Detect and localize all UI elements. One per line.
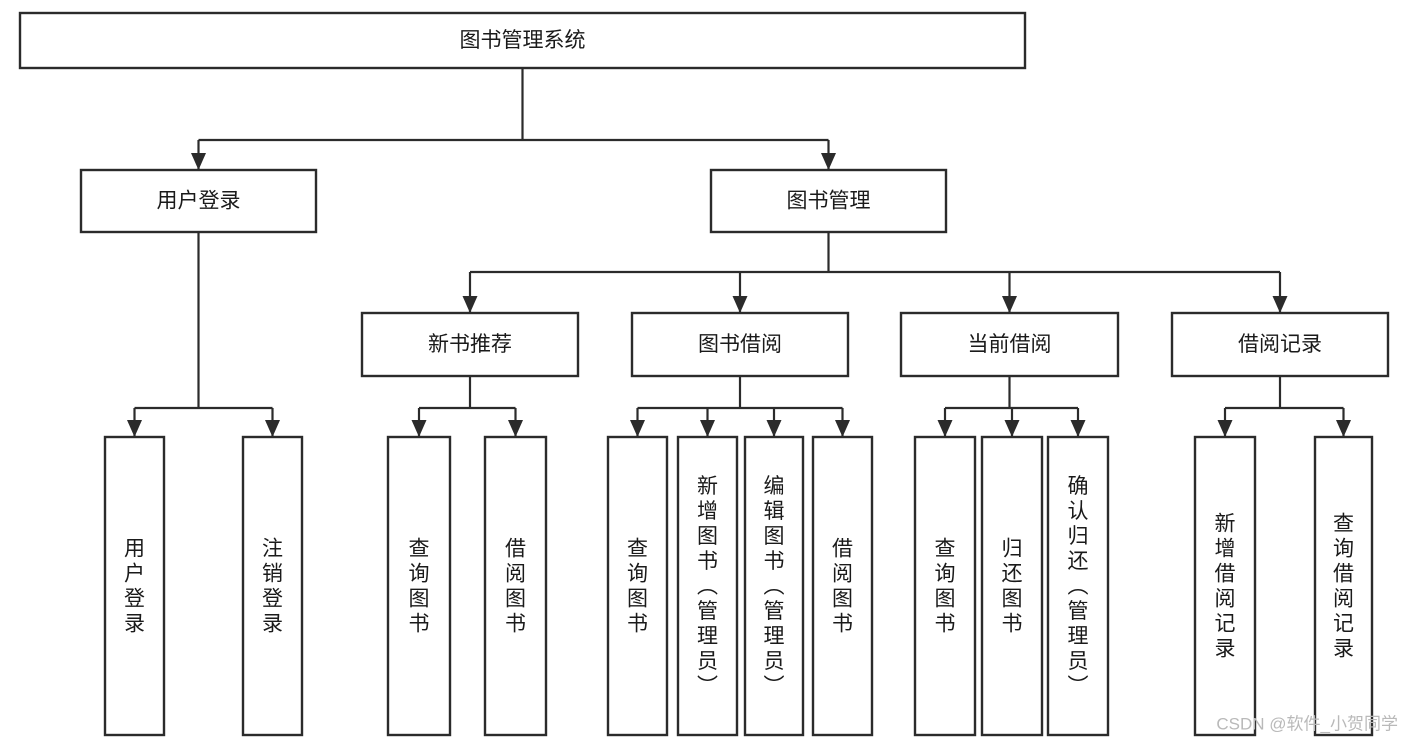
node-label: 查询借阅记录 <box>1333 513 1354 661</box>
node-leaf-cb-query-book[interactable]: 查询图书 <box>913 435 977 737</box>
node-label: 新增图书︵管理员︶ <box>697 475 718 698</box>
connector-group <box>411 376 523 437</box>
node-label: 确认归还︵管理员︶ <box>1068 475 1089 698</box>
node-box[interactable] <box>899 311 1120 378</box>
node-box[interactable] <box>709 168 948 234</box>
node-l2-current-borrow[interactable]: 当前借阅 <box>899 311 1120 378</box>
node-leaf-bb-query-book[interactable]: 查询图书 <box>606 435 669 737</box>
arrow-head-icon <box>937 420 953 437</box>
connector-group <box>127 232 280 437</box>
node-label: 查询图书 <box>627 538 648 636</box>
node-box[interactable] <box>79 168 318 234</box>
node-leaf-br-add-record[interactable]: 新增借阅记录 <box>1193 435 1257 737</box>
node-label: 图书管理 <box>787 190 871 213</box>
node-box[interactable] <box>360 311 580 378</box>
node-label: 当前借阅 <box>968 333 1052 356</box>
arrow-head-icon <box>462 296 478 313</box>
node-label: 用户登录 <box>157 190 241 213</box>
node-leaf-rec-borrow-book[interactable]: 借阅图书 <box>483 435 548 737</box>
node-box[interactable] <box>241 435 304 737</box>
node-box[interactable] <box>1193 435 1257 737</box>
arrow-head-icon <box>630 420 645 437</box>
node-leaf-cb-return-book[interactable]: 归还图书 <box>980 435 1044 737</box>
connector-group <box>462 232 1288 313</box>
node-box[interactable] <box>913 435 977 737</box>
arrow-head-icon <box>700 420 715 437</box>
node-l1-book-mgmt[interactable]: 图书管理 <box>709 168 948 234</box>
node-label: 查询图书 <box>935 538 956 636</box>
node-label: 查询图书 <box>409 538 430 636</box>
node-label: 注销登录 <box>262 538 283 636</box>
node-label: 图书借阅 <box>698 333 782 356</box>
node-label: 图书管理系统 <box>460 29 586 52</box>
connector-group <box>937 376 1086 437</box>
node-leaf-rec-query-book[interactable]: 查询图书 <box>386 435 452 737</box>
arrow-head-icon <box>191 153 206 170</box>
arrow-head-icon <box>1336 420 1351 437</box>
arrow-head-icon <box>411 420 427 437</box>
node-box[interactable] <box>18 11 1027 70</box>
node-box[interactable] <box>103 435 166 737</box>
node-box[interactable] <box>980 435 1044 737</box>
node-label: 新增借阅记录 <box>1215 513 1236 661</box>
node-l1-user-login[interactable]: 用户登录 <box>79 168 318 234</box>
node-box[interactable] <box>676 435 739 737</box>
watermark-label: CSDN @软件_小贺同学 <box>1216 714 1398 733</box>
arrow-head-icon <box>1004 420 1020 437</box>
node-leaf-cb-confirm-return[interactable]: 确认归还︵管理员︶ <box>1046 435 1110 737</box>
arrow-head-icon <box>127 420 142 437</box>
node-box[interactable] <box>811 435 874 737</box>
node-box[interactable] <box>483 435 548 737</box>
node-box[interactable] <box>1170 311 1390 378</box>
node-root[interactable]: 图书管理系统 <box>18 11 1027 70</box>
node-leaf-br-query-record[interactable]: 查询借阅记录 <box>1313 435 1374 737</box>
node-label: 归还图书 <box>1002 538 1023 636</box>
arrow-head-icon <box>1002 296 1017 313</box>
node-leaf-bb-borrow-book[interactable]: 借阅图书 <box>811 435 874 737</box>
node-l2-borrow-record[interactable]: 借阅记录 <box>1170 311 1390 378</box>
node-label: 借阅图书 <box>505 538 526 636</box>
arrow-head-icon <box>835 420 850 437</box>
node-layer: 图书管理系统用户登录图书管理新书推荐图书借阅当前借阅借阅记录用户登录注销登录查询… <box>18 11 1390 737</box>
connector-group <box>191 68 836 170</box>
node-box[interactable] <box>630 311 850 378</box>
connector-layer <box>127 68 1351 437</box>
node-box[interactable] <box>386 435 452 737</box>
arrow-head-icon <box>508 420 523 437</box>
arrow-head-icon <box>1272 296 1288 313</box>
node-label: 借阅图书 <box>832 538 853 636</box>
arrow-head-icon <box>1217 420 1233 437</box>
node-box[interactable] <box>606 435 669 737</box>
node-leaf-logout[interactable]: 注销登录 <box>241 435 304 737</box>
arrow-head-icon <box>821 153 836 170</box>
node-box[interactable] <box>1046 435 1110 737</box>
node-box[interactable] <box>743 435 805 737</box>
node-leaf-bb-add-book[interactable]: 新增图书︵管理员︶ <box>676 435 739 737</box>
node-label: 用户登录 <box>124 538 145 636</box>
node-label: 借阅记录 <box>1238 333 1322 356</box>
connector-group <box>630 376 850 437</box>
node-l2-book-borrow[interactable]: 图书借阅 <box>630 311 850 378</box>
arrow-head-icon <box>265 420 280 437</box>
arrow-head-icon <box>766 420 782 437</box>
node-label: 新书推荐 <box>428 333 512 356</box>
node-leaf-bb-edit-book[interactable]: 编辑图书︵管理员︶ <box>743 435 805 737</box>
node-l2-new-book-rec[interactable]: 新书推荐 <box>360 311 580 378</box>
node-box[interactable] <box>1313 435 1374 737</box>
arrow-head-icon <box>732 296 748 313</box>
node-leaf-user-login[interactable]: 用户登录 <box>103 435 166 737</box>
arrow-head-icon <box>1070 420 1086 437</box>
connector-group <box>1217 376 1351 437</box>
node-label: 编辑图书︵管理员︶ <box>764 475 785 698</box>
